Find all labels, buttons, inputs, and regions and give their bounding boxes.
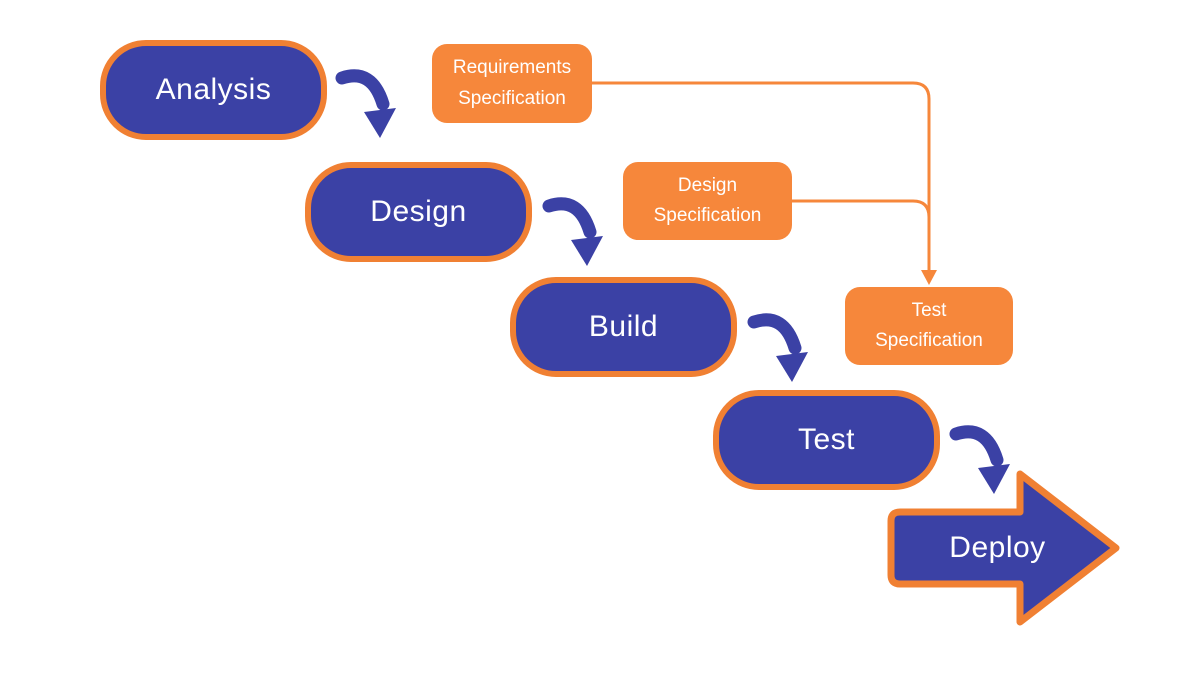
stage-deploy: Deploy [905,516,1090,580]
spec-test-line1: Test [911,299,947,321]
spec-design-line2: Specification [653,205,762,226]
stage-analysis: Analysis [100,40,327,140]
connector-arrowhead-icon [921,270,937,285]
connector-design-to-test-spec [792,199,931,224]
stage-test-label: Test [797,423,856,456]
stage-build-label: Build [588,310,659,343]
curved-arrow-analysis-design-icon [342,76,396,138]
spec-design: Design Specification [623,162,792,240]
stage-build: Build [510,277,737,377]
stage-test: Test [713,390,940,490]
spec-test-line2: Specification [875,330,983,351]
spec-requirements-line1: Requirements [452,57,572,79]
stage-deploy-label: Deploy [949,531,1046,564]
spec-design-line1: Design [677,174,738,196]
spec-requirements-line2: Specification [458,87,566,109]
spec-requirements: Requirements Specification [432,44,592,123]
stage-analysis-label: Analysis [155,73,272,106]
spec-test: Test Specification [845,287,1013,365]
curved-arrow-build-test-icon [754,320,808,382]
curved-arrow-test-deploy-icon [956,432,1010,494]
stage-design: Design [305,162,532,262]
curved-arrow-design-build-icon [549,204,603,266]
stage-design-label: Design [370,195,467,228]
